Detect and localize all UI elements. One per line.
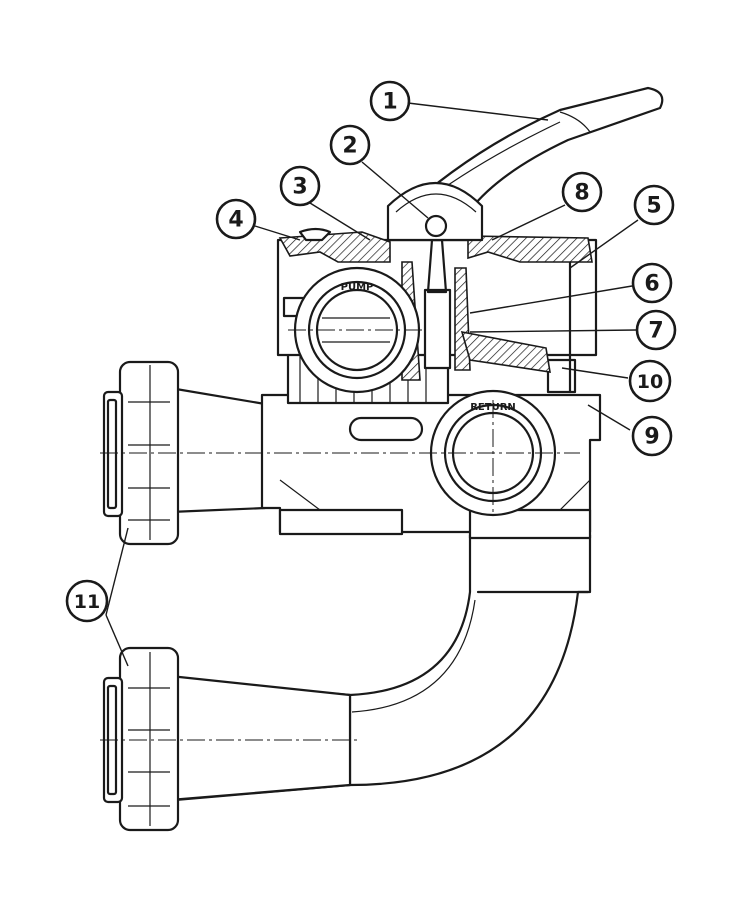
callout-number: 4 [228, 208, 243, 233]
callout-number: 9 [644, 425, 659, 450]
callout-11: 11 [65, 579, 109, 623]
upper-union [102, 360, 267, 546]
callout-number: 11 [74, 591, 100, 613]
center-lines [100, 329, 580, 741]
callout-number: 1 [382, 90, 397, 115]
callout-number: 7 [648, 319, 663, 344]
callout-4: 4 [215, 198, 257, 240]
callout-1: 1 [369, 80, 411, 122]
callout-8: 8 [561, 171, 603, 213]
callout-3: 3 [279, 165, 321, 207]
callout-7: 7 [635, 309, 677, 351]
valve-body [260, 238, 602, 540]
callout-6: 6 [631, 262, 673, 304]
leader-lines [105, 102, 639, 667]
callout-number: 8 [574, 181, 589, 206]
callout-number: 2 [342, 134, 357, 159]
callout-10: 10 [628, 359, 672, 403]
callout-9: 9 [631, 415, 673, 457]
callout-number: 3 [292, 175, 307, 200]
pump-label: PUMP [341, 282, 374, 293]
handle [386, 86, 664, 242]
lower-union [102, 646, 352, 832]
callout-2: 2 [329, 124, 371, 166]
callout-number: 5 [646, 194, 661, 219]
callout-number: 6 [644, 272, 659, 297]
callout-number: 10 [637, 371, 663, 393]
callout-5: 5 [633, 184, 675, 226]
